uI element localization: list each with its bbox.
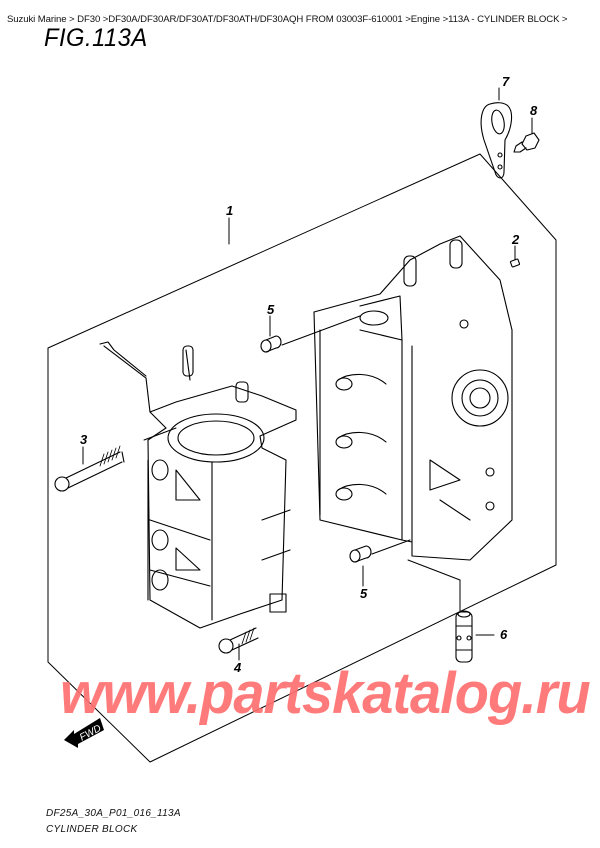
part-5-dowel-lower — [349, 545, 372, 563]
part-6-fitting — [455, 610, 473, 663]
leader-lines — [82, 87, 533, 661]
part-5-dowel-upper — [260, 335, 282, 353]
part-8-bolt — [513, 132, 540, 153]
callout-7[interactable]: 7 — [502, 74, 510, 89]
part-2-stud — [509, 258, 521, 268]
assembly-outline — [47, 153, 557, 763]
callout-6[interactable]: 6 — [500, 627, 508, 642]
drawing-name: CYLINDER BLOCK — [46, 824, 138, 835]
cylinder-block-right-half — [313, 235, 513, 561]
part-4-bolt — [218, 627, 259, 654]
part-3-bolt — [54, 445, 125, 492]
part-7-bracket — [480, 102, 513, 179]
drawing-code: DF25A_30A_P01_016_113A — [46, 808, 181, 819]
callout-1[interactable]: 1 — [226, 203, 234, 218]
callout-4[interactable]: 4 — [234, 660, 242, 675]
watermark[interactable]: www.partskatalog.ru — [60, 659, 591, 726]
callout-8[interactable]: 8 — [530, 103, 538, 118]
breadcrumb[interactable]: Suzuki Marine > DF30 >DF30A/DF30AR/DF30A… — [7, 14, 568, 25]
callout-3[interactable]: 3 — [80, 432, 88, 447]
callout-5-upper[interactable]: 5 — [267, 302, 275, 317]
callout-5-lower[interactable]: 5 — [360, 586, 368, 601]
callout-2[interactable]: 2 — [512, 232, 520, 247]
fwd-arrow-icon: FWD — [64, 718, 104, 748]
figure-title: FIG.113A — [44, 24, 148, 52]
crankcase-left-half — [99, 341, 297, 629]
